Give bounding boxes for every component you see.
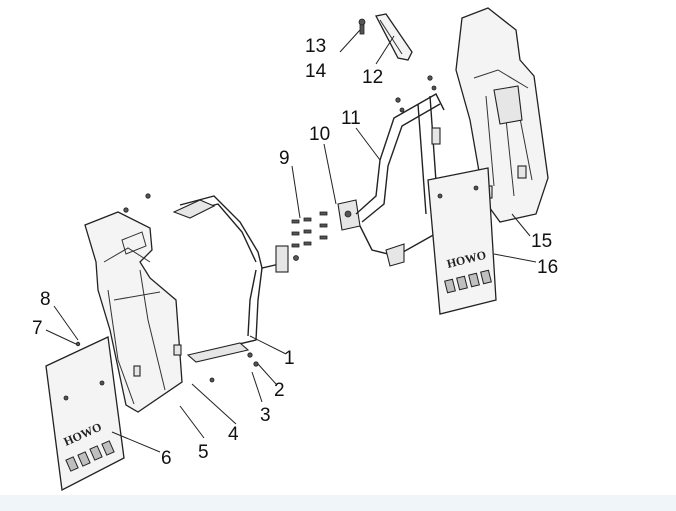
callout-2: 2 xyxy=(274,380,285,401)
callout-3: 3 xyxy=(260,405,271,426)
callout-12: 12 xyxy=(362,67,383,88)
footer-strip xyxy=(0,495,676,511)
callout-5: 5 xyxy=(198,442,209,463)
center-fasteners xyxy=(291,199,361,248)
callout-6: 6 xyxy=(161,448,172,469)
left-mudguard xyxy=(84,193,183,413)
callout-7: 7 xyxy=(32,318,43,339)
callout-1: 1 xyxy=(284,348,295,369)
callout-9: 9 xyxy=(279,148,290,169)
callout-labels: 1 2 3 4 5 6 7 8 9 10 11 12 13 14 15 16 xyxy=(32,36,558,469)
callout-10: 10 xyxy=(309,124,330,145)
left-bracket xyxy=(172,195,299,363)
callout-16: 16 xyxy=(537,257,558,278)
left-mud-flap: HOWO xyxy=(45,336,125,492)
top-strap xyxy=(358,13,413,61)
leader-lines xyxy=(45,29,537,453)
callout-11: 11 xyxy=(341,108,361,129)
callout-4: 4 xyxy=(228,424,239,445)
callout-8: 8 xyxy=(40,289,51,310)
right-mud-flap: HOWO xyxy=(427,167,497,315)
diagram-canvas: HOWO xyxy=(32,7,558,492)
callout-14: 14 xyxy=(305,61,327,82)
callout-15: 15 xyxy=(531,231,552,252)
callout-13: 13 xyxy=(305,36,326,57)
